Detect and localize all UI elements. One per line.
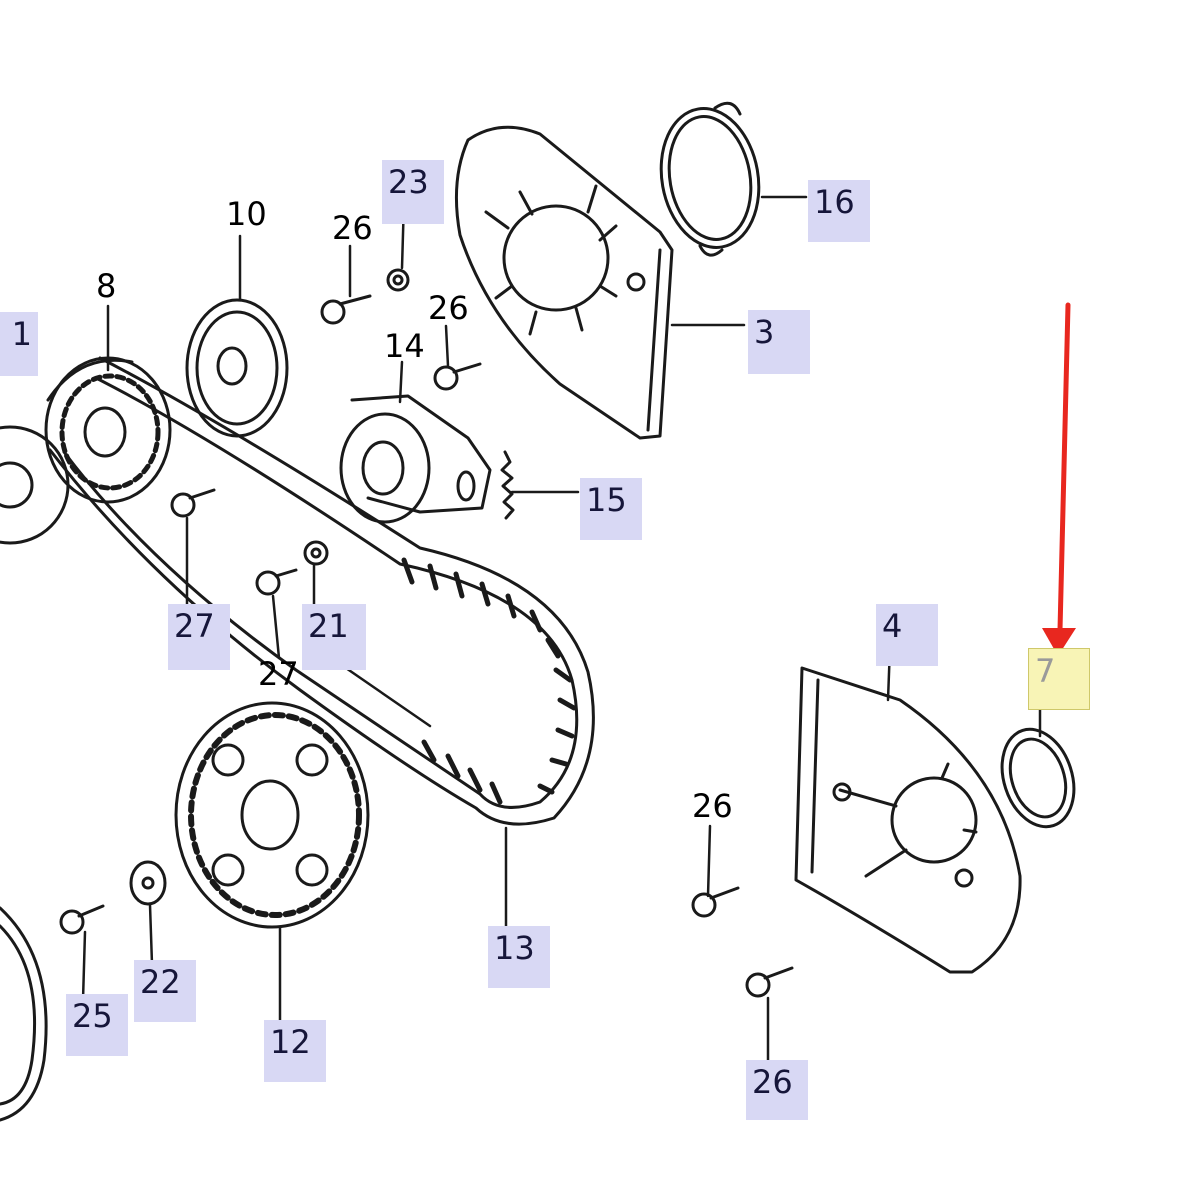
label-text-part-25: 25: [72, 997, 113, 1035]
label-part-22[interactable]: 22: [134, 960, 196, 1022]
label-text-part-22: 22: [140, 963, 181, 1001]
label-text-part-13: 13: [494, 929, 535, 967]
label-text-part-1: 1: [11, 315, 32, 353]
label-part-12[interactable]: 12: [264, 1020, 326, 1082]
label-part-15[interactable]: 15: [580, 478, 642, 540]
bolt-part-27-a: [170, 488, 216, 518]
washer-part-22: [129, 860, 167, 906]
label-part-16[interactable]: 16: [808, 180, 870, 242]
label-part-10[interactable]: 10: [226, 198, 267, 230]
label-part-26-c[interactable]: 26: [692, 790, 733, 822]
label-text-part-23: 23: [388, 163, 429, 201]
label-part-23[interactable]: 23: [382, 160, 444, 224]
label-text-part-15: 15: [586, 481, 627, 519]
label-text-part-12: 12: [270, 1023, 311, 1061]
bolt-part-26-b: [433, 362, 482, 391]
label-text-part-26-a: 26: [332, 209, 373, 247]
label-part-21[interactable]: 21: [302, 604, 366, 670]
label-text-part-7: 7: [1035, 652, 1056, 690]
timing-belt-part-13: [48, 356, 595, 826]
tensioner-part-14: [339, 394, 492, 524]
pulley-part-12: [174, 701, 370, 929]
label-part-13[interactable]: 13: [488, 926, 550, 988]
gasket-part-7: [1000, 727, 1076, 829]
label-text-part-14: 14: [384, 327, 425, 365]
label-part-1[interactable]: 1: [0, 312, 38, 376]
partial-ring: [0, 906, 48, 1122]
label-text-part-8: 8: [96, 267, 117, 305]
label-part-27-b[interactable]: 27: [258, 658, 299, 690]
label-part-14[interactable]: 14: [384, 330, 425, 362]
label-part-26-d[interactable]: 26: [746, 1060, 808, 1120]
label-text-part-3: 3: [754, 313, 775, 351]
nut-part-23: [386, 268, 410, 292]
bolt-part-26-c: [691, 886, 740, 918]
label-part-3[interactable]: 3: [748, 310, 810, 374]
label-part-25[interactable]: 25: [66, 994, 128, 1056]
nut-part-21: [303, 540, 329, 566]
label-text-part-26-c: 26: [692, 787, 733, 825]
label-text-part-26-d: 26: [752, 1063, 793, 1101]
label-part-27-a[interactable]: 27: [168, 604, 230, 670]
sprocket-part-8: [44, 356, 172, 504]
label-text-part-16: 16: [814, 183, 855, 221]
label-part-26-a[interactable]: 26: [332, 212, 373, 244]
label-part-8[interactable]: 8: [96, 270, 116, 302]
label-part-7[interactable]: 7: [1028, 648, 1090, 710]
label-text-part-27-b: 27: [258, 655, 299, 693]
bolt-part-27-b: [255, 568, 298, 596]
label-part-26-b[interactable]: 26: [428, 292, 469, 324]
label-text-part-4: 4: [882, 607, 903, 645]
sprocket-part-1: [0, 425, 70, 545]
gasket-part-16: [659, 101, 761, 257]
label-text-part-10: 10: [226, 195, 267, 233]
lower-cover-part-4: [794, 666, 1022, 974]
bolt-part-25: [59, 904, 105, 935]
label-part-4[interactable]: 4: [876, 604, 938, 666]
bolt-part-26-d: [745, 966, 794, 998]
bolt-part-26-a: [320, 294, 372, 325]
upper-cover-part-3: [454, 125, 674, 440]
red-arrow-indicator: [1042, 302, 1076, 656]
label-text-part-21: 21: [308, 607, 349, 645]
label-text-part-27-a: 27: [174, 607, 215, 645]
spring-part-15: [500, 450, 515, 520]
label-text-part-26-b: 26: [428, 289, 469, 327]
